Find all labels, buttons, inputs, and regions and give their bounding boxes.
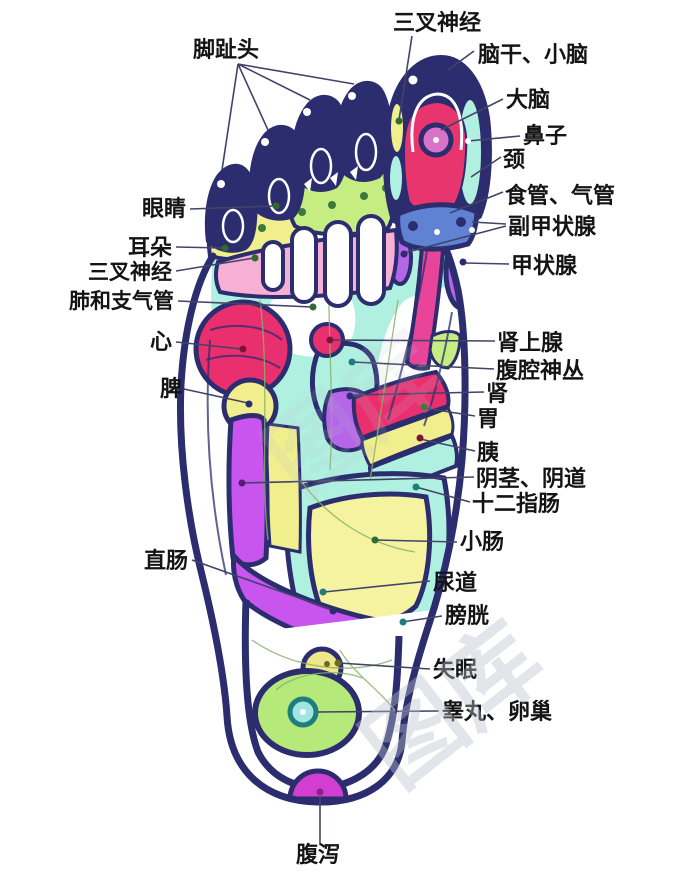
region-stomach-band [351,369,451,441]
region-neck-band [395,202,480,252]
toe2-dot [348,92,356,100]
label-rectum: 直肠 [144,548,188,574]
label-insomnia: 失眠 [433,658,477,683]
leader-lines [175,35,521,845]
label-esophagus-trachea: 食管、气管 [505,183,615,209]
label-spleen: 脾 [160,377,182,402]
toe5-dot [217,180,225,188]
sole-contour-lines [251,231,416,713]
label-penis-vagina: 阴茎、阴道 [476,466,586,492]
label-pancreas: 胰 [477,441,499,466]
bigtoe-left-cyan-sliver [390,156,402,200]
label-duodenum: 十二指肠 [472,492,560,517]
label-celiac-plexus: 腹腔神丛 [496,358,584,384]
labels: 脚趾头 三叉神经 脑干、小脑 大脑 鼻子 颈 食管、气管 副甲状腺 甲状腺 肾上… [69,10,615,868]
label-cerebrum: 大脑 [506,87,550,113]
label-small-intestine: 小肠 [460,530,504,555]
foot-outline [176,227,469,806]
label-parathyroid: 副甲状腺 [508,215,597,240]
toes [204,54,492,253]
toe4-nail-oval [267,177,291,215]
toe4-cap [248,124,306,221]
toe3-dot [303,108,311,116]
label-urethra: 尿道 [433,570,477,596]
label-bladder: 膀胱 [445,603,489,629]
toe3-nail-oval [309,147,333,185]
bigtoe-nail-arch [410,92,464,153]
toe4-dot [261,138,269,146]
toe-triangles [304,166,358,192]
toe-neck-pads [261,214,386,308]
toe2-cap [334,80,392,182]
cerebrum-ring-dot [433,137,439,143]
label-neck: 颈 [503,148,525,173]
toe2-nail-oval [354,132,378,172]
heart-contour-lines [205,324,283,369]
gonads-center-dot [300,709,306,715]
label-nose: 鼻子 [523,123,567,149]
toe3-cap [291,94,349,192]
region-rectum-band-vertical [226,413,270,568]
label-kidney: 肾 [486,382,508,407]
label-testis-ovary: 睾丸、卵巢 [442,699,552,725]
label-stomach: 胃 [477,407,499,432]
leader-end-dots [221,117,471,796]
label-toe-tips: 脚趾头 [193,38,259,63]
label-adrenal-gland: 肾上腺 [497,331,564,356]
bigtoe-dot [408,75,418,85]
label-diarrhea: 腹泻 [296,842,340,868]
label-trigeminal-top: 三叉神经 [393,10,481,36]
label-ears: 耳朵 [128,236,172,261]
label-lungs-bronchi: 肺和支气管 [69,289,174,313]
label-heart: 心 [150,330,172,355]
region-diarrhea-dome [287,768,349,802]
toe5-nail-oval [221,208,245,244]
bigtoe-left-yellow-sliver [391,104,403,152]
label-brainstem-cerebellum: 脑干、小脑 [478,42,588,68]
neck-band-dots [408,217,475,235]
region-small-intestine [306,491,433,629]
label-thyroid: 甲状腺 [511,254,578,279]
label-trigeminal-left: 三叉神经 [88,260,172,284]
label-eyes: 眼睛 [142,196,186,222]
arch-inner-line [206,231,453,576]
